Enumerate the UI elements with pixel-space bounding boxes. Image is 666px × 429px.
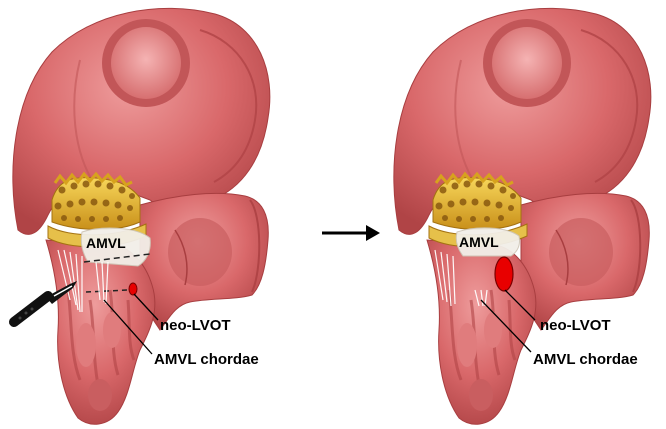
amvl-label: AMVL	[86, 235, 126, 251]
neo-lvot-shape	[129, 283, 137, 295]
panel-before: AMVL neo-LVOT AMVL chordae	[13, 8, 270, 424]
panel-after: AMVL neo-LVOT AMVL chordae	[394, 8, 651, 424]
neo-lvot-shape	[495, 257, 513, 291]
neo-lvot-label: neo-LVOT	[160, 317, 231, 334]
arrow-right-icon	[322, 225, 380, 241]
neo-lvot-label: neo-LVOT	[540, 317, 611, 334]
amvl-label: AMVL	[459, 234, 499, 250]
amvl-chordae-label: AMVL chordae	[533, 351, 638, 368]
amvl-chordae-label: AMVL chordae	[154, 351, 259, 368]
